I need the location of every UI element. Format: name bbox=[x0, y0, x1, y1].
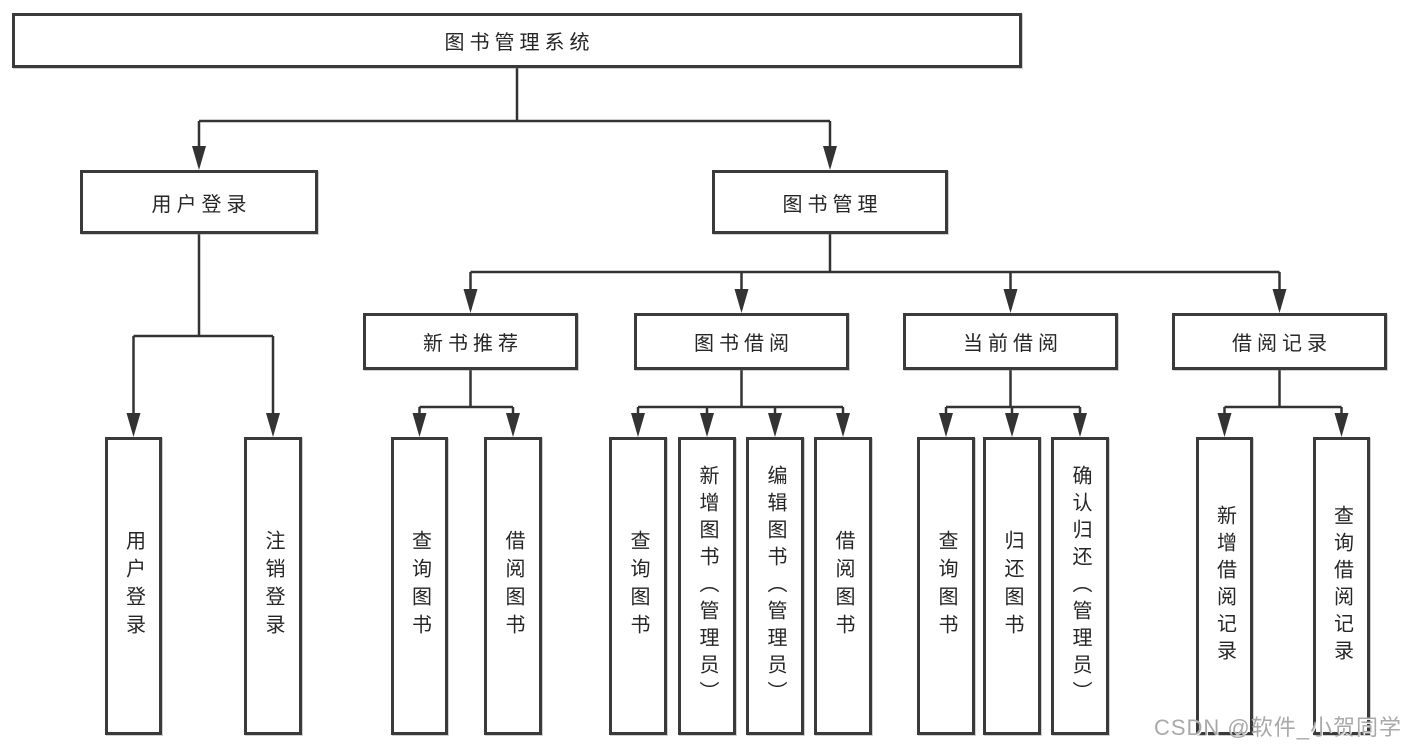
leaf-borrow-books: 借阅图书 bbox=[814, 437, 872, 735]
leaf-query-books: 查询图书 bbox=[609, 437, 667, 735]
node-book-borrowing: 图书借阅 bbox=[634, 313, 849, 370]
leaf-add-books-admin: 新增图书（管理员） bbox=[678, 437, 736, 735]
leaf-return-books: 归还图书 bbox=[983, 437, 1041, 735]
leaf-user-login: 用户登录 bbox=[105, 437, 162, 735]
leaf-borrow-books: 借阅图书 bbox=[484, 437, 542, 735]
leaf-add-borrow-record: 新增借阅记录 bbox=[1196, 437, 1253, 735]
leaf-edit-books-admin: 编辑图书（管理员） bbox=[746, 437, 804, 735]
leaf-logout: 注销登录 bbox=[244, 437, 302, 735]
csdn-watermark: CSDN @软件_小贺同学 bbox=[1153, 715, 1402, 740]
leaf-query-books: 查询图书 bbox=[917, 437, 975, 735]
node-library-management-system: 图书管理系统 bbox=[12, 13, 1022, 68]
leaf-query-borrow-record: 查询借阅记录 bbox=[1313, 437, 1370, 735]
leaf-confirm-return-admin: 确认归还（管理员） bbox=[1051, 437, 1109, 735]
node-book-management: 图书管理 bbox=[712, 170, 948, 234]
node-new-book-recommendation: 新书推荐 bbox=[363, 313, 578, 370]
node-current-borrowing: 当前借阅 bbox=[903, 313, 1118, 370]
leaf-query-books: 查询图书 bbox=[391, 437, 448, 735]
node-user-login: 用户登录 bbox=[80, 170, 318, 234]
node-borrowing-records: 借阅记录 bbox=[1172, 313, 1387, 370]
